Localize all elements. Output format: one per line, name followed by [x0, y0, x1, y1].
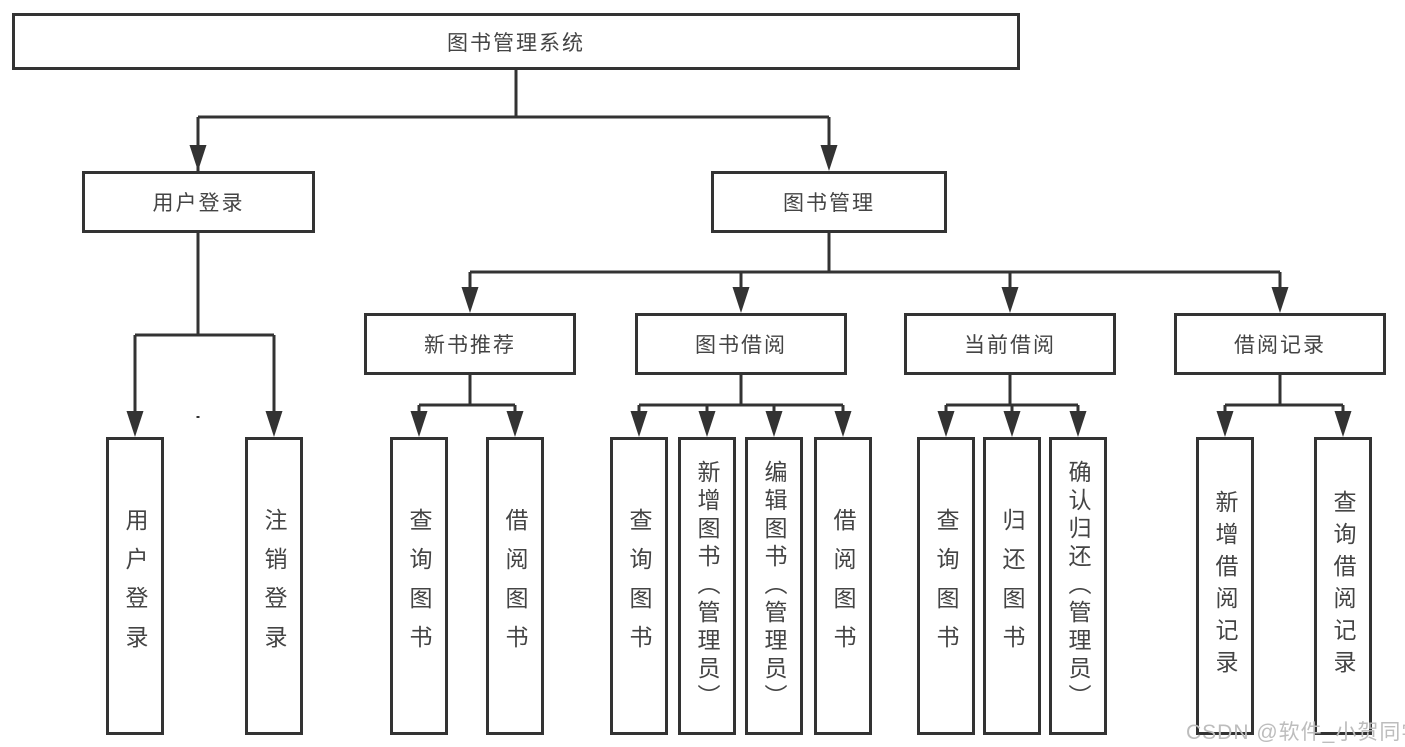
connector-new-book	[417, 375, 517, 418]
leaf-query-borrow-record: 查询借阅记录	[1314, 437, 1372, 735]
connector-borrow-records	[1223, 375, 1345, 418]
leaf-query-books-1: 查询图书	[390, 437, 448, 735]
node-label: 借阅图书	[830, 508, 856, 664]
node-label: 借阅图书	[502, 508, 528, 664]
node-current-borrowing: 当前借阅	[904, 313, 1116, 375]
node-label: 查询图书	[933, 508, 959, 664]
leaf-borrow-books-1: 借阅图书	[486, 437, 544, 735]
watermark: CSDN @软件_小贺同学	[1186, 721, 1405, 744]
node-book-borrowing: 图书借阅	[635, 313, 847, 375]
node-label: 新增借阅记录	[1212, 490, 1238, 682]
leaf-confirm-return-admin: 确认归还（管理员）	[1049, 437, 1107, 735]
leaf-edit-books-admin: 编辑图书（管理员）	[745, 437, 803, 735]
leaf-add-books-admin: 新增图书（管理员）	[678, 437, 736, 735]
node-label: 新书推荐	[424, 334, 516, 357]
node-label: 编辑图书（管理员）	[761, 460, 787, 712]
leaf-add-borrow-record: 新增借阅记录	[1196, 437, 1254, 735]
node-label: 确认归还（管理员）	[1065, 460, 1091, 712]
node-label: 注销登录	[261, 508, 287, 664]
node-label: 查询图书	[626, 508, 652, 664]
leaf-return-books: 归还图书	[983, 437, 1041, 735]
connector-book-mgmt	[468, 233, 1282, 294]
node-label: 查询图书	[406, 508, 432, 664]
node-label: 图书借阅	[695, 334, 787, 357]
node-user-login: 用户登录	[82, 171, 315, 233]
node-label: 查询借阅记录	[1330, 490, 1356, 682]
node-book-management: 图书管理	[711, 171, 947, 233]
node-label: 用户登录	[122, 508, 148, 664]
node-label: 当前借阅	[964, 334, 1056, 357]
node-label: 图书管理	[783, 192, 875, 215]
node-label: 归还图书	[999, 508, 1025, 664]
node-label: 用户登录	[152, 192, 245, 215]
arrowheads	[126, 145, 1352, 437]
leaf-query-books-3: 查询图书	[917, 437, 975, 735]
node-new-book-recommend: 新书推荐	[364, 313, 576, 375]
node-library-system: 图书管理系统	[12, 13, 1020, 70]
leaf-user-login: 用户登录	[106, 437, 164, 735]
leaf-query-books-2: 查询图书	[610, 437, 668, 735]
node-borrow-records: 借阅记录	[1174, 313, 1386, 375]
connector-root	[196, 70, 831, 418]
node-label: 新增图书（管理员）	[694, 460, 720, 712]
node-label: 图书管理系统	[447, 31, 585, 55]
leaf-logout: 注销登录	[245, 437, 303, 735]
connector-book-borrow	[637, 375, 845, 418]
connector-user-login	[133, 233, 276, 418]
leaf-borrow-books-2: 借阅图书	[814, 437, 872, 735]
node-label: 借阅记录	[1234, 334, 1326, 357]
